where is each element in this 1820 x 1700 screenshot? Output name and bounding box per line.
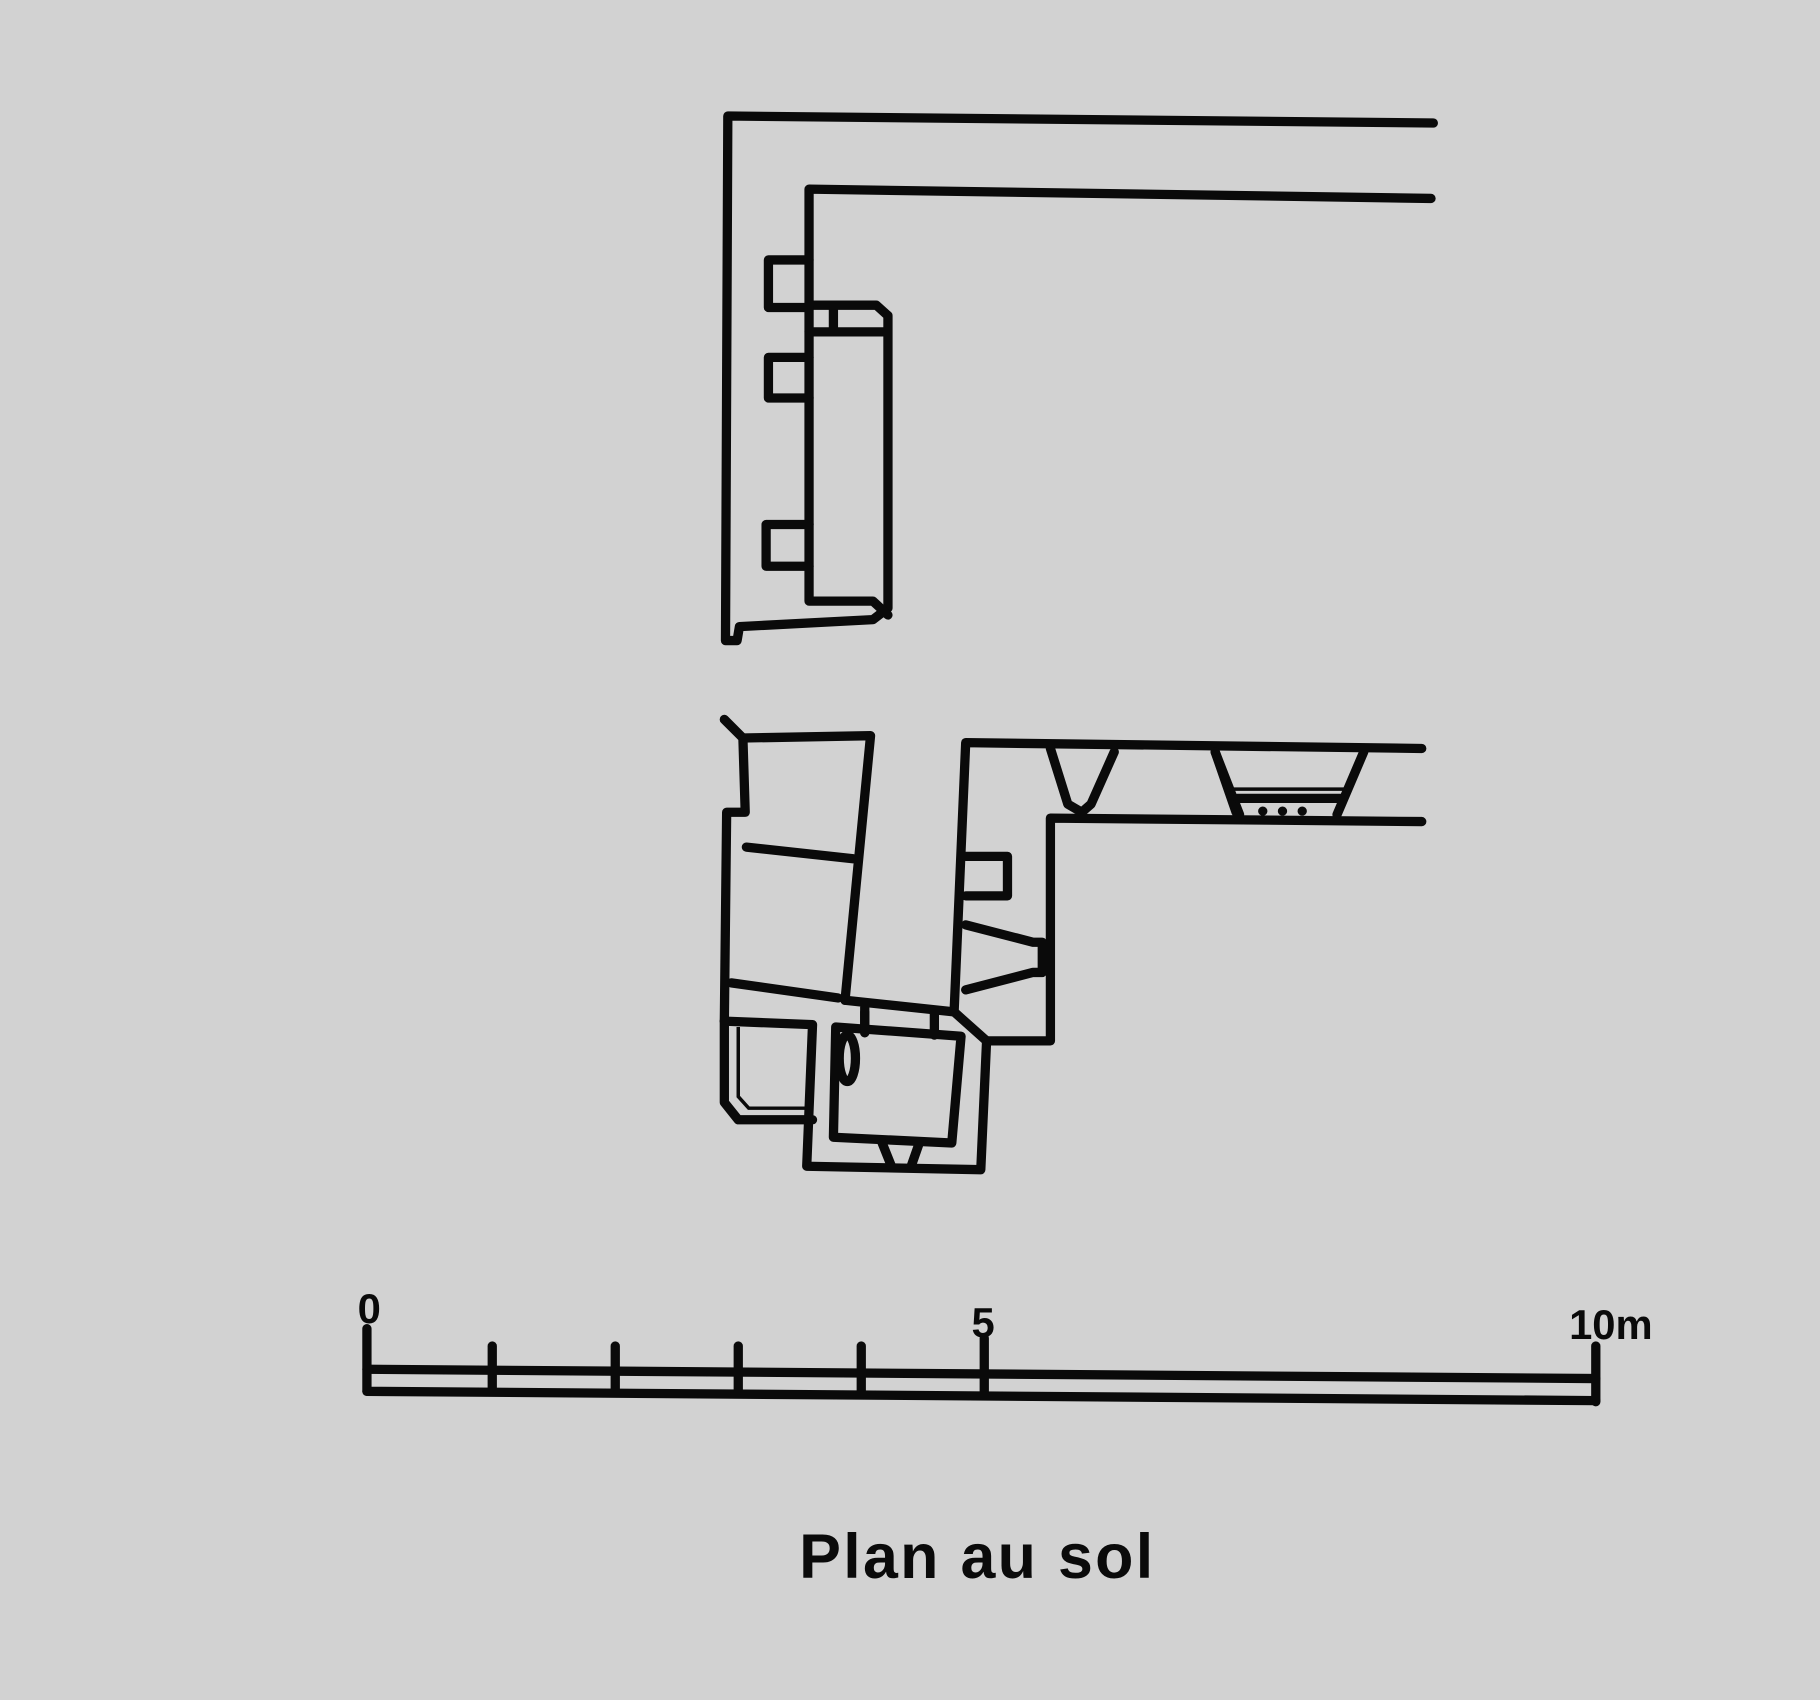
loophole-2-left: [1210, 747, 1245, 820]
hole-2: [1277, 806, 1288, 816]
scale-label-5: 5: [971, 1299, 994, 1346]
lower-left-outer-wall: [719, 714, 750, 1026]
lower-left-block: [738, 731, 876, 1005]
upper-wing: [720, 111, 1438, 646]
lower-complex: [719, 714, 1427, 1175]
hole-1: [1258, 806, 1268, 816]
corner-wall: [949, 1007, 992, 1046]
side-niche: [961, 851, 1013, 901]
bottom-notch-2: [906, 1138, 924, 1171]
hole-3: [1297, 806, 1307, 816]
right-wing-lower-wall: [719, 813, 1427, 1175]
upper-buttress-3: [761, 519, 814, 571]
curved-niche: [834, 1030, 861, 1087]
funnel-opening: [961, 920, 1047, 995]
bottom-notch: [877, 1138, 897, 1171]
upper-buttress-2: [763, 352, 814, 403]
room-divider-1: [741, 842, 858, 864]
room-divider-2: [726, 978, 843, 1003]
corridor: [840, 738, 1427, 1017]
loophole-2-right: [1332, 747, 1369, 820]
scale-label-10m: 10m: [1569, 1301, 1653, 1348]
upper-outer-wall: [720, 111, 1438, 646]
inner-chamber: [828, 1022, 966, 1148]
loophole-1: [1045, 743, 1119, 817]
scale-label-0: 0: [358, 1285, 381, 1332]
left-small-room-inner: [736, 1026, 811, 1110]
upper-buttress-1: [763, 255, 814, 313]
caption: Plan au sol: [799, 1522, 1155, 1592]
left-small-room: [719, 1016, 818, 1125]
scale-bar: 0 5 10m: [358, 1285, 1653, 1407]
upper-inner-wall: [804, 184, 1436, 620]
